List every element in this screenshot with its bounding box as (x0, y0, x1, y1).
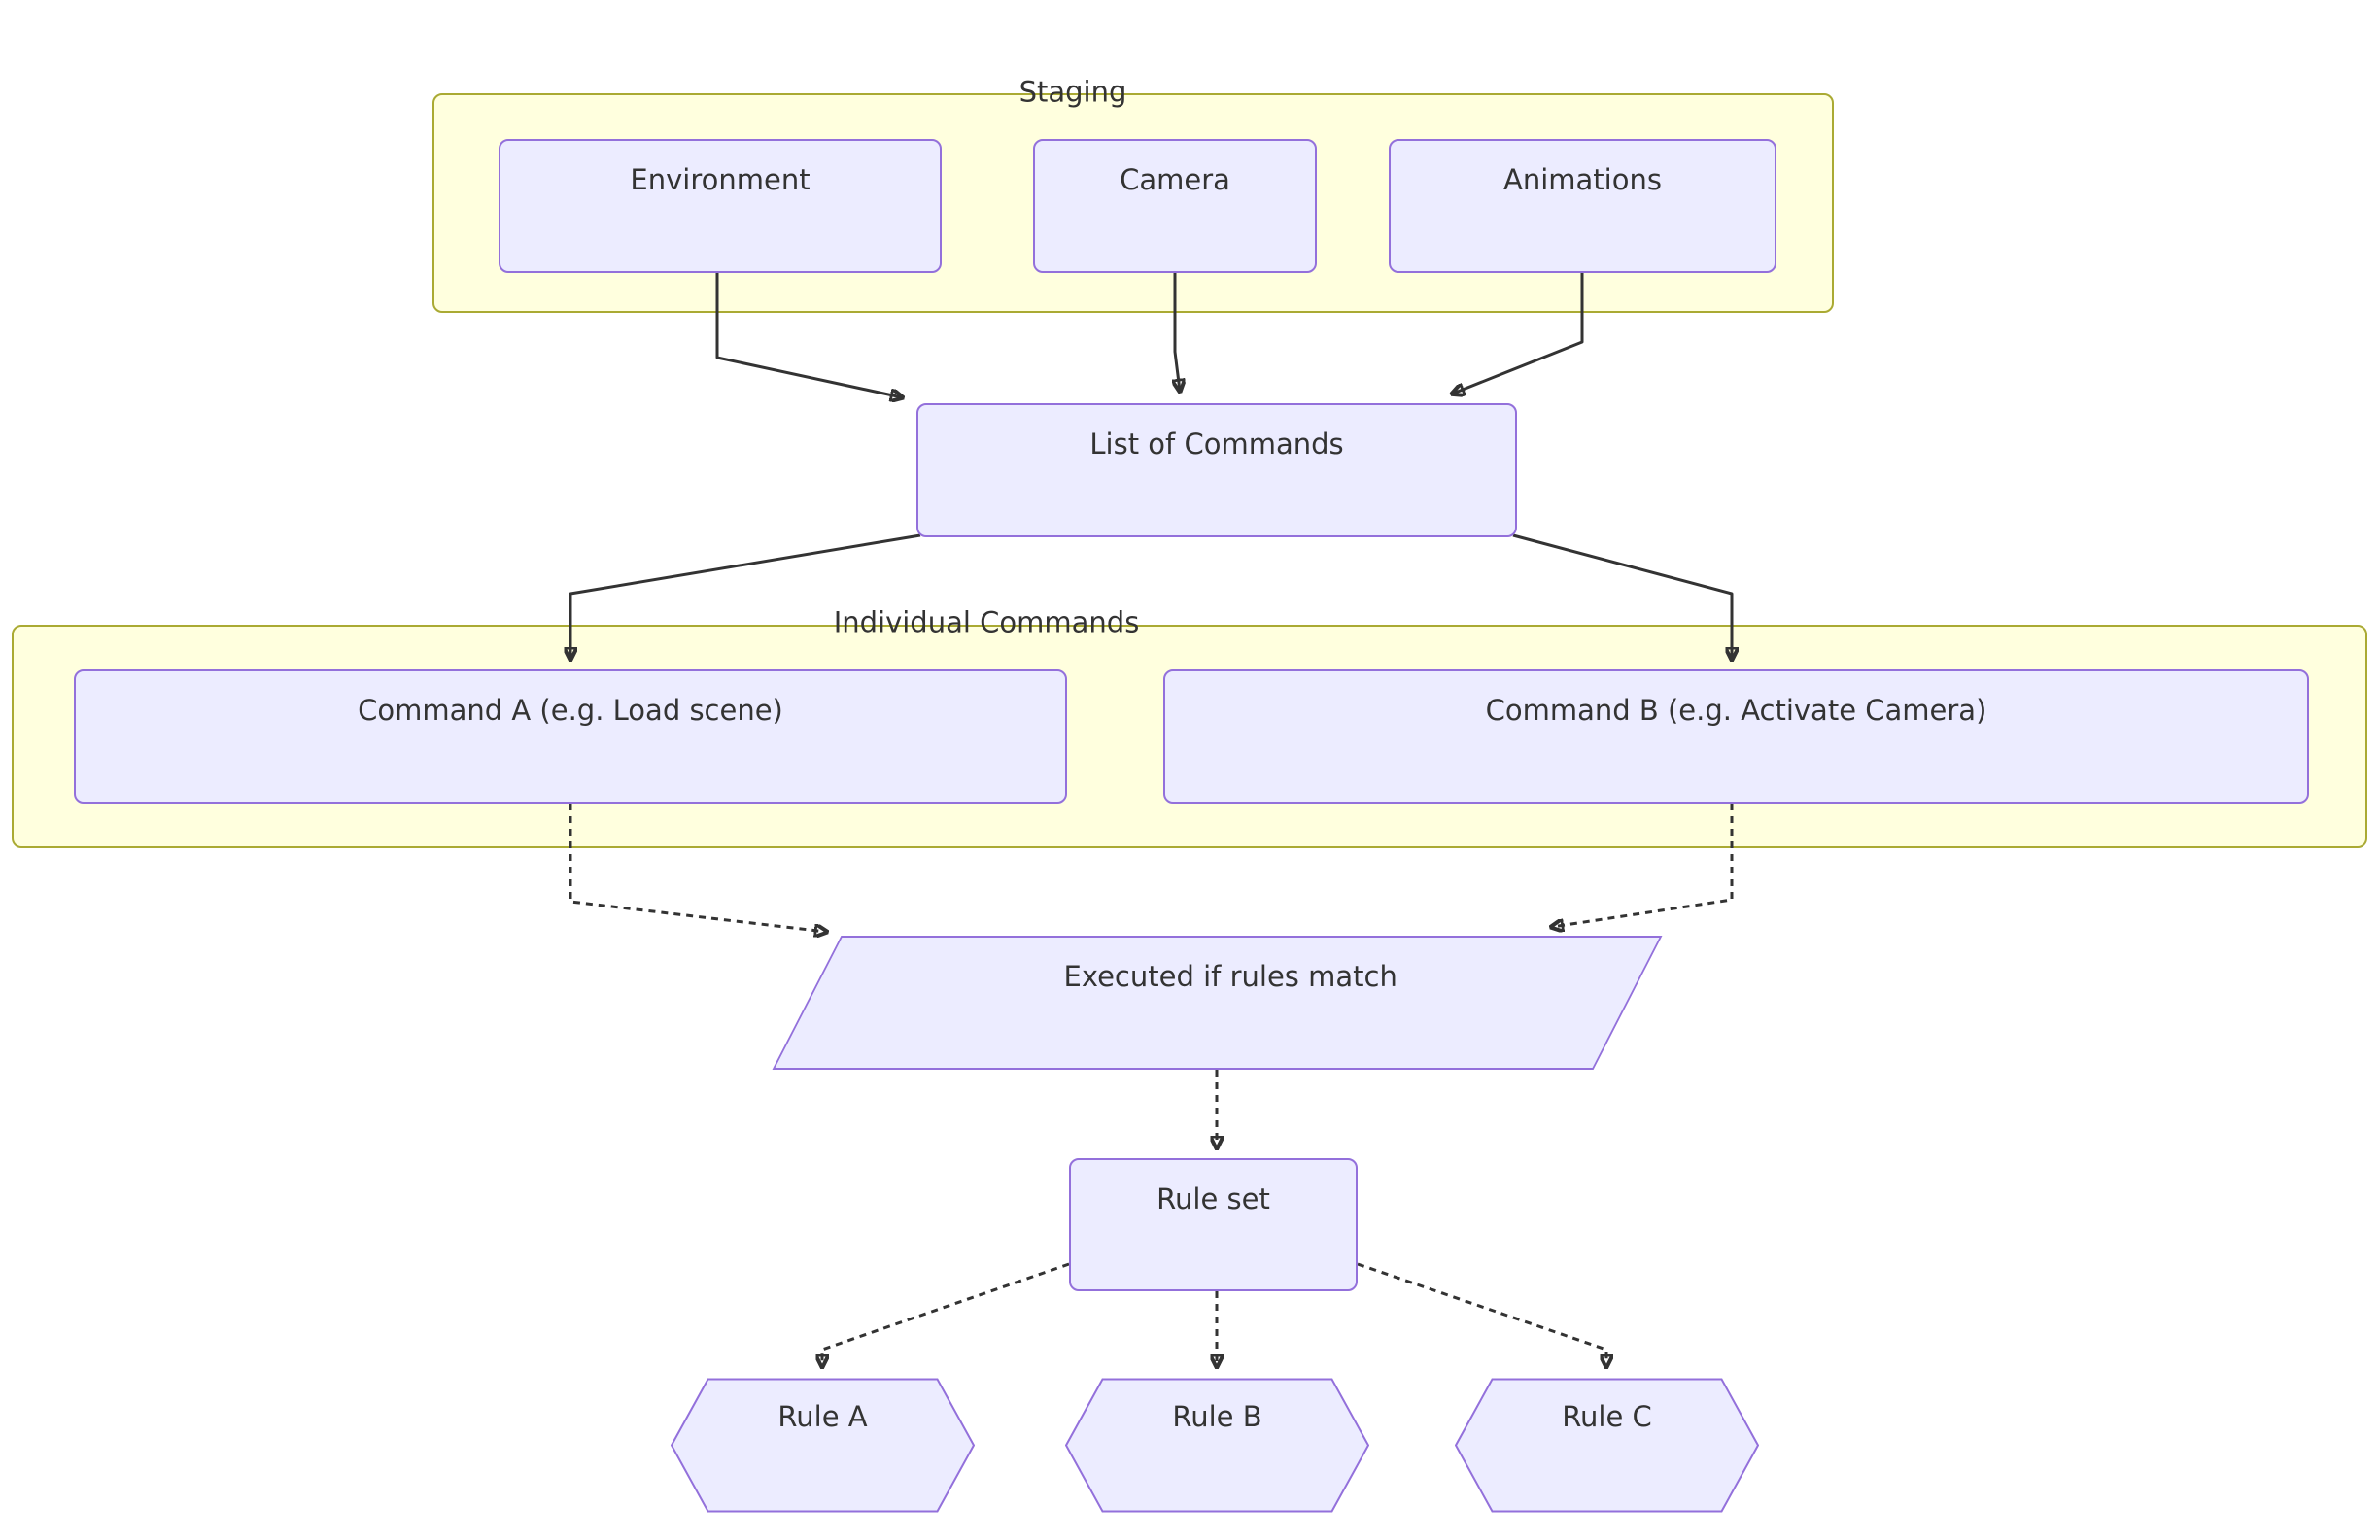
node-command-a-label: Command A (e.g. Load scene) (358, 694, 783, 727)
node-environment: Environment (499, 139, 942, 273)
hexagon-shape (1455, 1378, 1759, 1513)
node-camera: Camera (1033, 139, 1317, 273)
node-rule-b: Rule B (1065, 1378, 1369, 1513)
node-command-a: Command A (e.g. Load scene) (74, 669, 1067, 804)
node-executed-if-rules-match: Executed if rules match (772, 936, 1663, 1070)
edge-list-of-commands-to-command-a (570, 533, 921, 659)
cluster-individual-commands-label: Individual Commands (833, 605, 1140, 639)
node-animations: Animations (1389, 139, 1776, 273)
edge-list-of-commands-to-command-b (1512, 533, 1732, 659)
node-command-b-label: Command B (e.g. Activate Camera) (1485, 694, 1987, 727)
node-rule-c: Rule C (1455, 1378, 1759, 1513)
node-rule-set: Rule set (1069, 1158, 1358, 1291)
node-executed-if-rules-match-label: Executed if rules match (1063, 960, 1397, 993)
cluster-staging-label: Staging (1018, 75, 1127, 109)
edge-command-a-to-executed (569, 804, 826, 932)
node-animations-label: Animations (1503, 163, 1662, 196)
node-environment-label: Environment (630, 163, 811, 196)
node-rule-b-label: Rule B (1172, 1400, 1262, 1433)
node-rule-set-label: Rule set (1156, 1182, 1270, 1215)
edge-environment-to-list-of-commands (715, 273, 902, 397)
edge-camera-to-list-of-commands (1175, 273, 1180, 391)
node-list-of-commands-label: List of Commands (1089, 428, 1344, 461)
node-rule-a: Rule A (671, 1378, 975, 1513)
hexagon-shape (671, 1378, 975, 1513)
edge-rule-set-to-rule-a (822, 1262, 1070, 1366)
node-camera-label: Camera (1120, 163, 1230, 196)
node-command-b: Command B (e.g. Activate Camera) (1163, 669, 2309, 804)
edge-command-b-to-executed (1552, 804, 1734, 927)
node-rule-a-label: Rule A (777, 1400, 868, 1433)
edge-rule-set-to-rule-c (1357, 1262, 1606, 1366)
node-rule-c-label: Rule C (1562, 1400, 1652, 1433)
hexagon-shape (1065, 1378, 1369, 1513)
edge-animations-to-list-of-commands (1453, 273, 1584, 394)
node-list-of-commands: List of Commands (916, 403, 1517, 537)
